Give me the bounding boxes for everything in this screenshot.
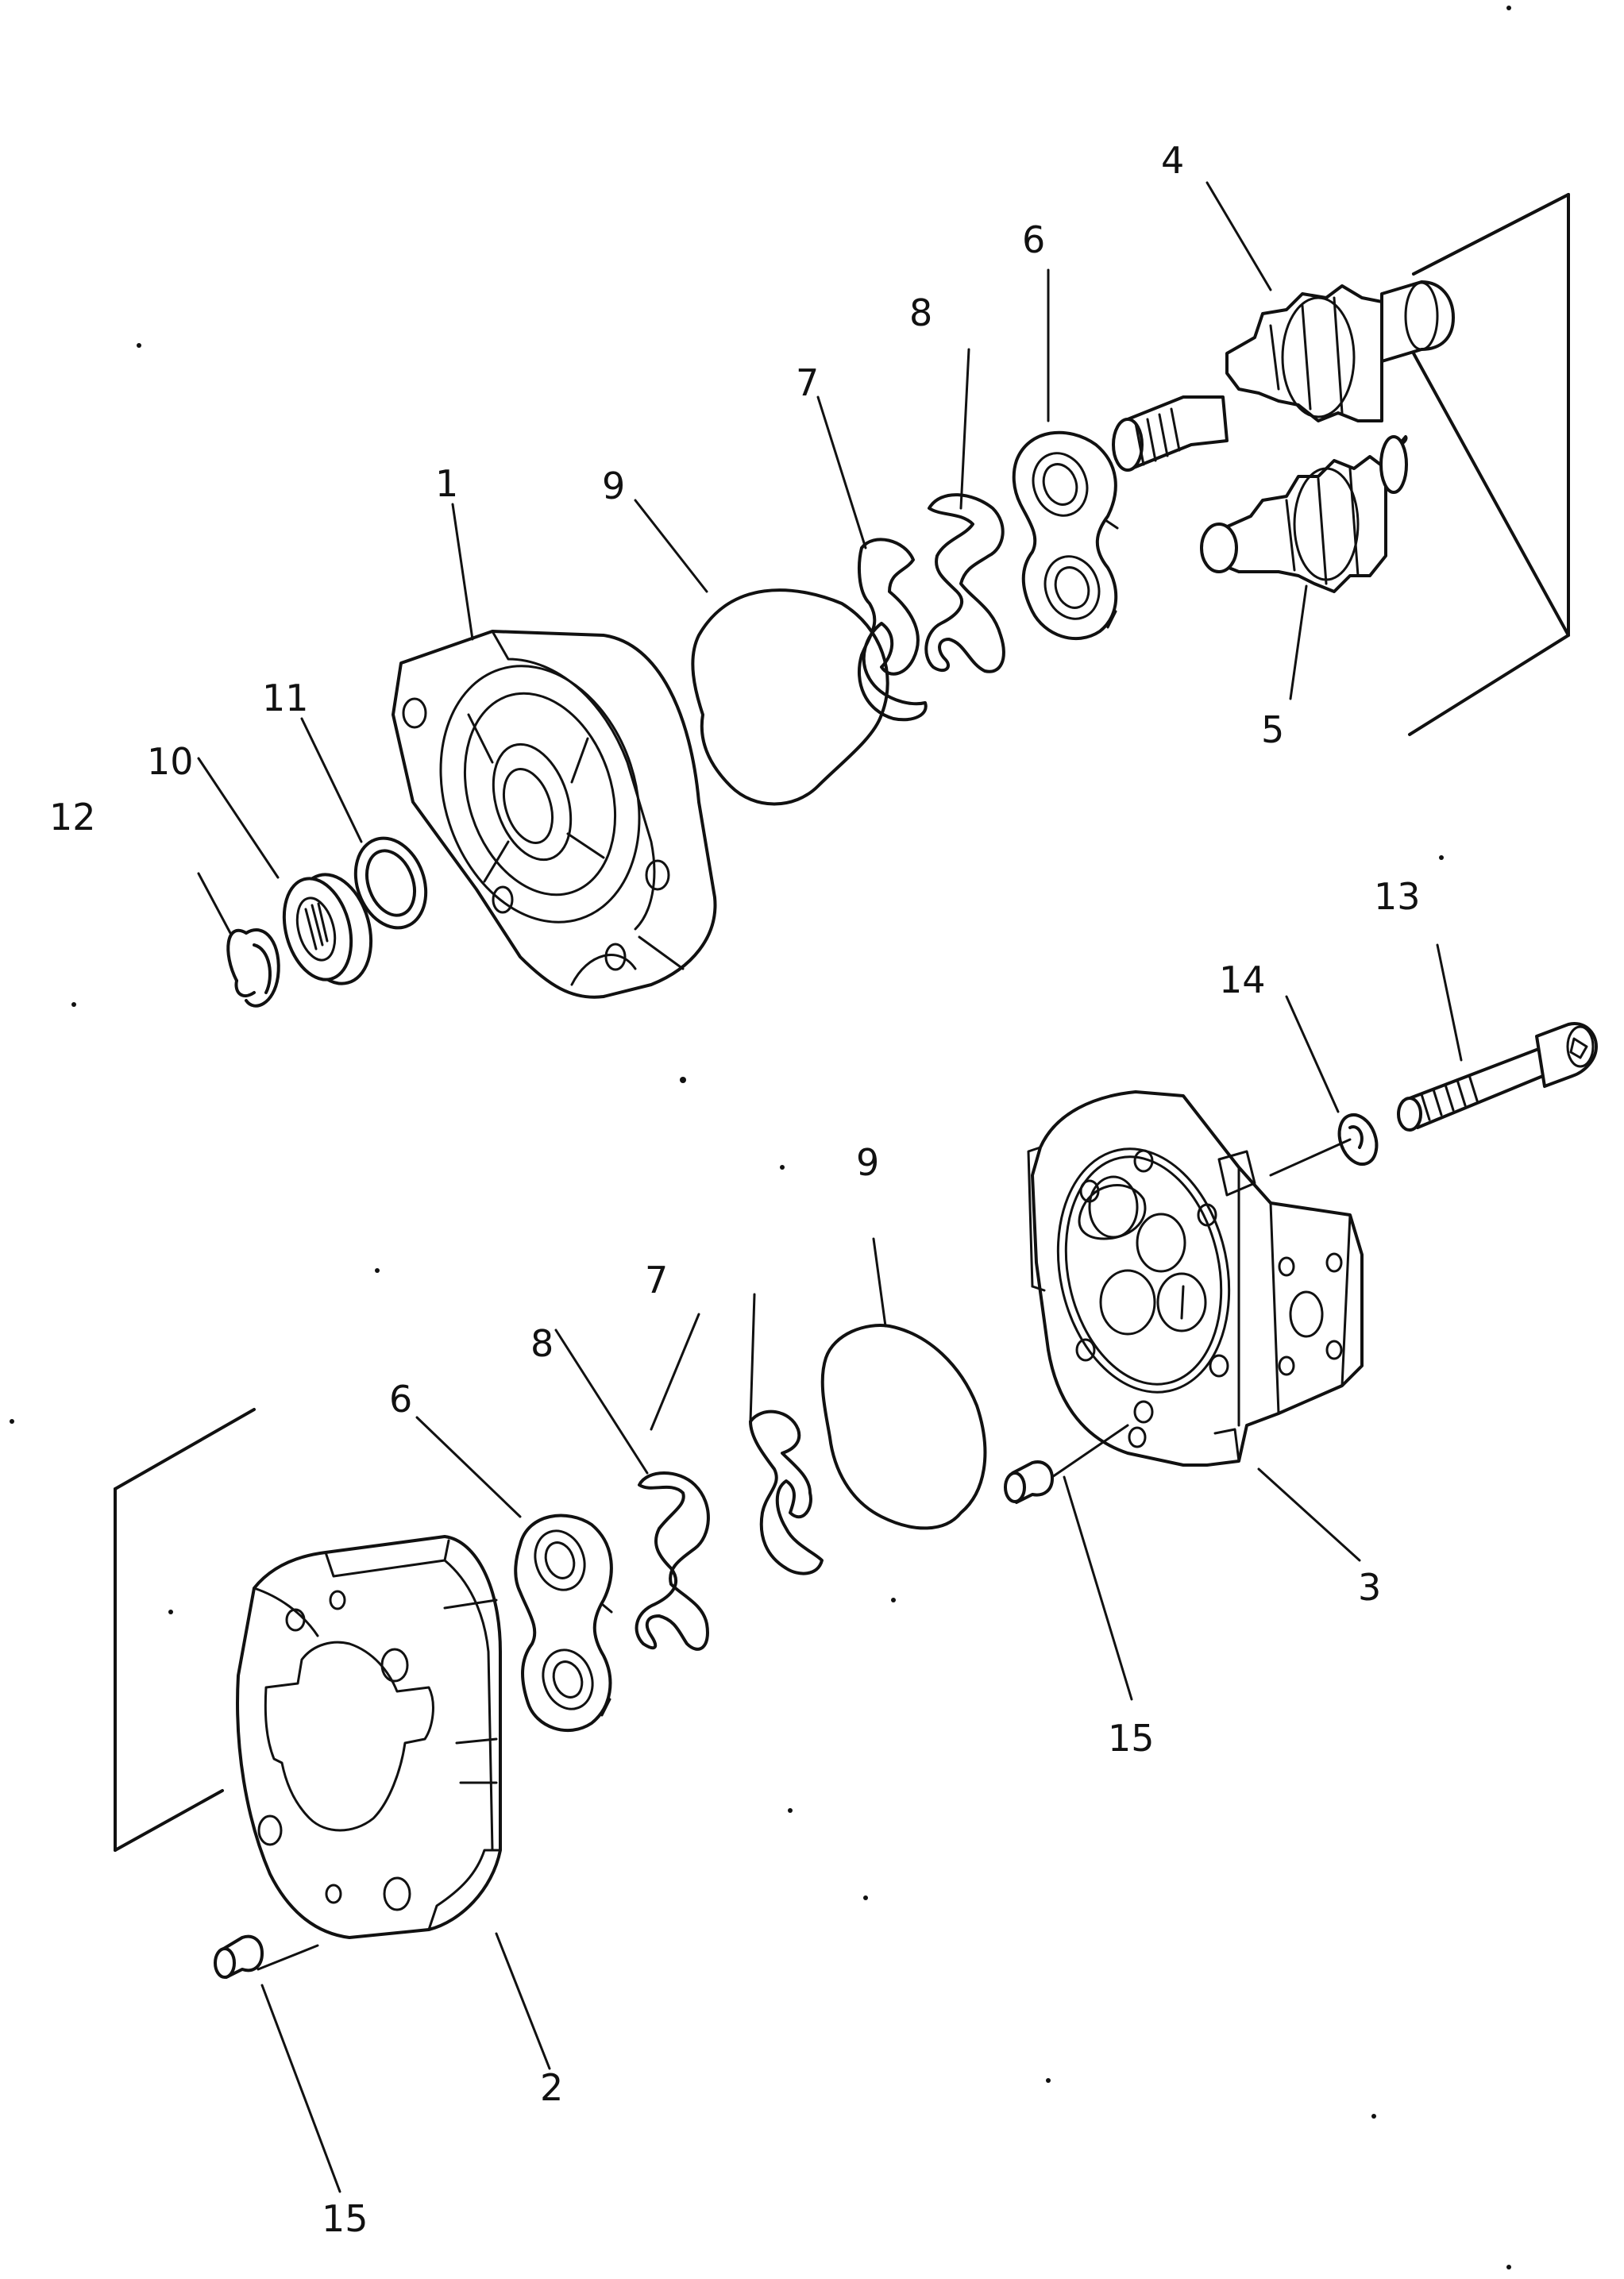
callout-4: 4 [1161,139,1184,182]
callout-7-upper: 7 [796,361,819,404]
callout-9-lower: 9 [856,1141,879,1184]
gear-case-part-2 [236,1535,502,1939]
callout-6-upper: 6 [1022,218,1045,261]
callout-15-upper: 15 [1108,1717,1155,1760]
callout-14: 14 [1219,958,1266,1001]
lower-group-bracket [114,1408,256,1852]
callout-1: 1 [435,462,458,505]
o-ring-upper-part-9 [691,588,889,806]
callout-3: 3 [1358,1566,1381,1609]
scan-specks [10,6,1511,2269]
bushing-plate-upper-part-6 [1012,430,1119,640]
callout-11: 11 [262,677,309,719]
callout-labels: 1 2 3 4 5 6 6 7 7 8 8 9 9 10 11 12 13 14… [49,139,1421,2240]
callout-7-lower: 7 [645,1259,668,1301]
callout-6-lower: 6 [389,1378,412,1421]
drive-gear-shaft-part-4 [1112,280,1455,472]
dowel-pin-upper-part-15 [1004,1460,1054,1504]
callout-13: 13 [1374,875,1421,918]
bushing-plate-lower-part-6 [514,1514,613,1732]
upper-group-bracket [1408,193,1570,736]
backup-ring-upper-part-7 [857,538,928,722]
front-cover-part-1 [392,630,717,999]
leader-lines [197,181,1463,2193]
callout-12: 12 [49,796,96,839]
seal-lower-part-8 [635,1471,710,1651]
callout-10: 10 [147,740,194,783]
o-ring-lower-part-9 [820,1324,987,1530]
dowel-pin-lower-part-15 [214,1934,264,1979]
rear-cover-part-3 [1027,1090,1364,1467]
callout-5: 5 [1261,708,1284,751]
seal-upper-part-8 [924,493,1005,673]
callout-8-lower: 8 [530,1322,554,1365]
callout-9-upper: 9 [602,465,625,507]
callout-15-lower: 15 [322,2197,368,2240]
bolt-part-13 [1397,1022,1598,1132]
driven-gear-shaft-part-5 [1200,435,1408,593]
callout-2: 2 [540,2066,563,2109]
snap-ring-part-12 [226,928,280,1008]
callout-8-upper: 8 [909,291,932,334]
washer-part-11 [353,836,428,930]
oil-seal-part-10 [282,873,373,985]
washer-part-14 [1337,1113,1379,1166]
backup-ring-lower-part-7 [749,1409,824,1575]
